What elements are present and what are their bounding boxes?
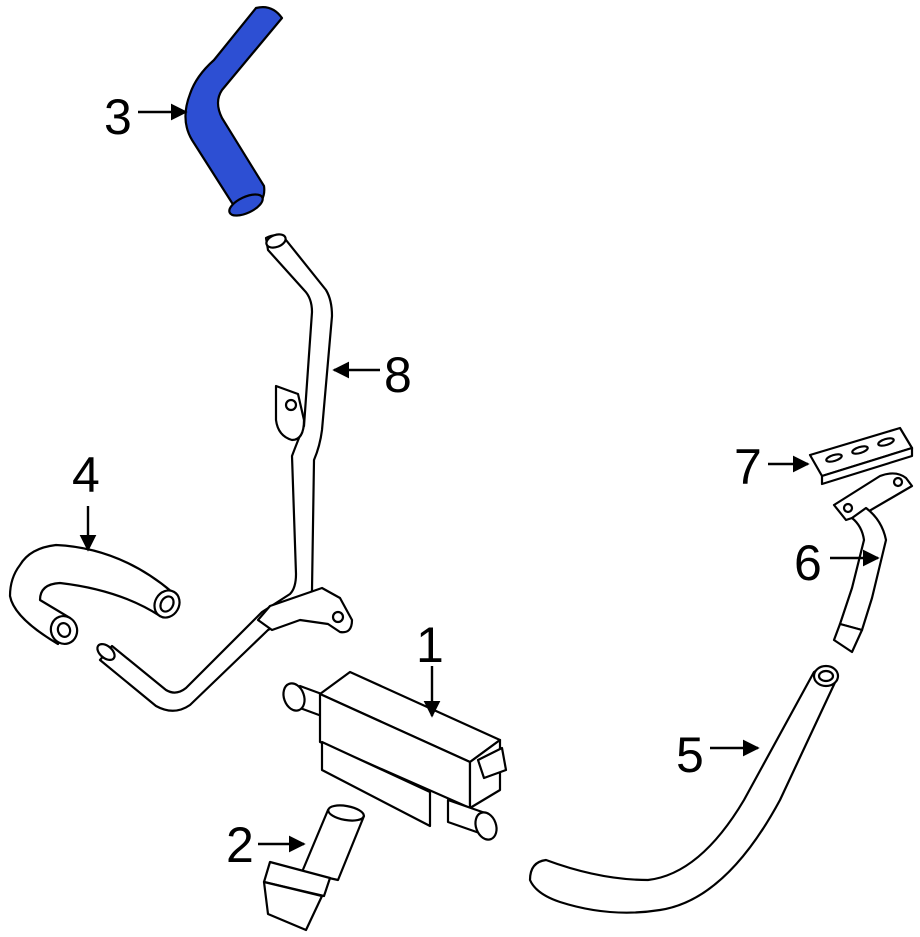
part-1-cooler[interactable] bbox=[280, 670, 508, 843]
svg-text:2: 2 bbox=[226, 817, 254, 873]
svg-text:1: 1 bbox=[416, 617, 444, 673]
svg-text:6: 6 bbox=[794, 535, 822, 591]
callout-3: 3 bbox=[104, 89, 188, 145]
svg-text:5: 5 bbox=[676, 727, 704, 783]
part-4-hose[interactable] bbox=[8, 543, 184, 648]
part-2-fitting[interactable] bbox=[262, 803, 366, 932]
part-6-pipe[interactable] bbox=[832, 472, 914, 654]
part-7-plate[interactable] bbox=[808, 426, 914, 486]
callout-7: 7 bbox=[734, 439, 810, 495]
callout-2: 2 bbox=[226, 817, 306, 873]
callout-5: 5 bbox=[676, 727, 760, 783]
callout-6: 6 bbox=[794, 535, 880, 591]
svg-text:4: 4 bbox=[72, 447, 100, 503]
part-8-tube[interactable] bbox=[94, 232, 354, 712]
part-5-hose[interactable] bbox=[528, 664, 840, 914]
svg-text:7: 7 bbox=[734, 439, 762, 495]
part-3-hose[interactable] bbox=[184, 6, 284, 220]
svg-text:8: 8 bbox=[384, 347, 412, 403]
callout-4: 4 bbox=[72, 447, 100, 552]
callout-8: 8 bbox=[332, 347, 412, 403]
svg-text:3: 3 bbox=[104, 89, 132, 145]
callout-1: 1 bbox=[416, 617, 444, 718]
